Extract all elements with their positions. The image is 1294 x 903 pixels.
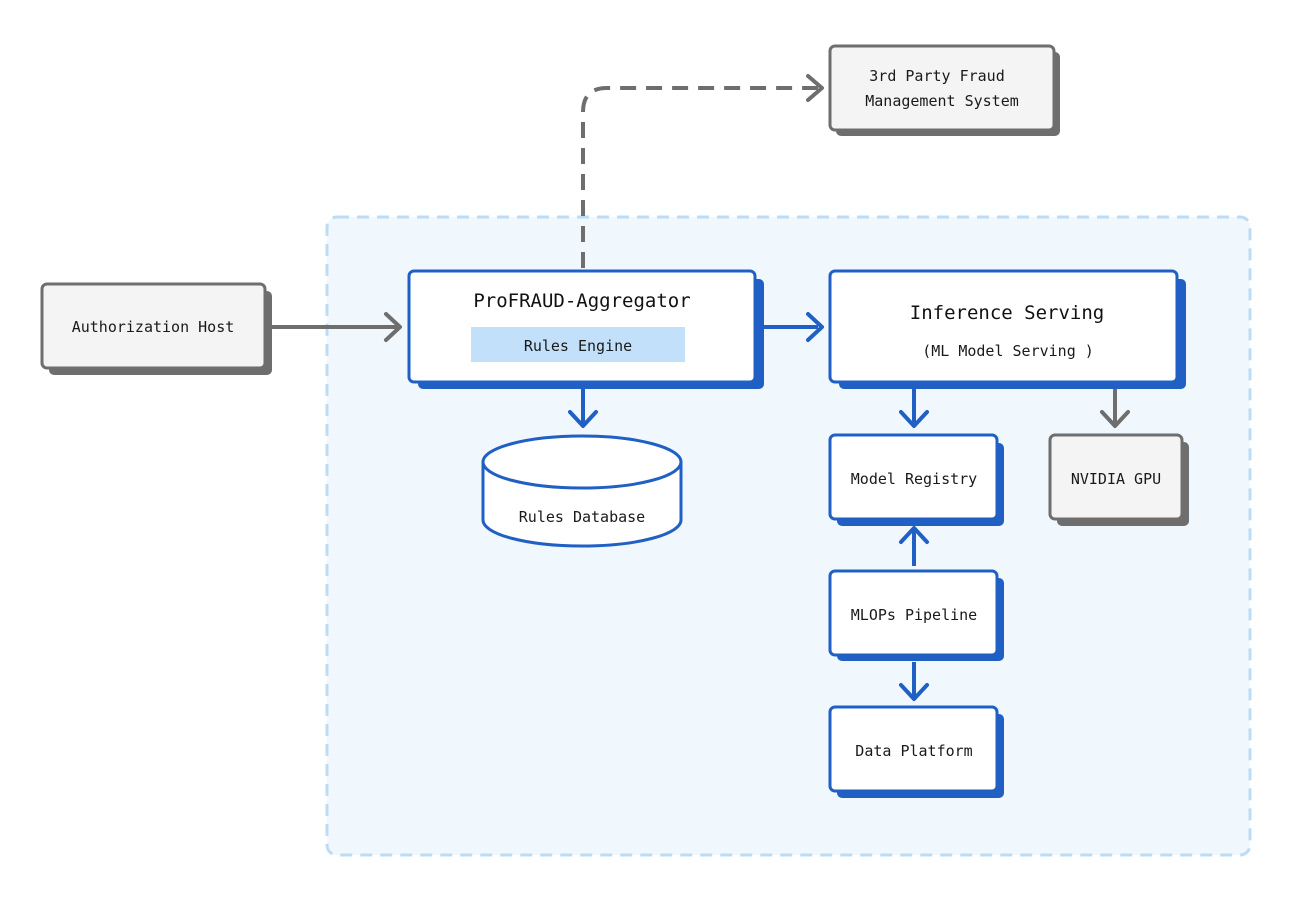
rules-database-node[interactable]: Rules Database [481, 434, 683, 548]
inference-serving-node[interactable]: Inference Serving (ML Model Serving ) [828, 269, 1186, 389]
aggregator-node[interactable]: ProFRAUD-Aggregator Rules Engine [407, 269, 764, 389]
aggregator-title: ProFRAUD-Aggregator [473, 290, 690, 312]
arrowhead-to-aggregator [384, 312, 402, 342]
arrowhead-to-database [568, 410, 598, 428]
model-registry-node[interactable]: Model Registry [828, 433, 1004, 526]
nvidia-gpu-label: NVIDIA GPU [1071, 470, 1161, 488]
arrowhead-up-to-registry [899, 526, 929, 544]
arrowhead-to-data-platform [899, 683, 929, 701]
arrowhead-to-inference [806, 312, 824, 342]
nvidia-gpu-node[interactable]: NVIDIA GPU [1048, 433, 1189, 526]
dashed-connector-to-third-party [581, 86, 818, 268]
model-registry-label: Model Registry [851, 470, 977, 488]
third-party-fraud-node[interactable]: 3rd Party Fraud Management System [828, 44, 1060, 136]
inference-serving-title: Inference Serving [910, 302, 1104, 324]
inference-serving-subtitle: (ML Model Serving ) [922, 342, 1094, 360]
rules-database-label: Rules Database [519, 508, 645, 526]
arrowhead-to-gpu [1100, 410, 1130, 428]
mlops-pipeline-node[interactable]: MLOPs Pipeline [828, 569, 1004, 661]
mlops-pipeline-label: MLOPs Pipeline [851, 606, 977, 624]
arrowhead-to-registry [899, 410, 929, 428]
authorization-host-node[interactable]: Authorization Host [40, 282, 272, 375]
data-platform-label: Data Platform [855, 742, 972, 760]
rules-engine-component[interactable]: Rules Engine [471, 327, 685, 362]
authorization-host-label: Authorization Host [72, 318, 235, 336]
third-party-label-line1: 3rd Party Fraud [869, 67, 1004, 85]
arrowhead-to-third-party [806, 74, 824, 102]
third-party-label-line2: Management System [865, 92, 1019, 110]
data-platform-node[interactable]: Data Platform [828, 705, 1004, 798]
rules-engine-label: Rules Engine [524, 337, 632, 355]
